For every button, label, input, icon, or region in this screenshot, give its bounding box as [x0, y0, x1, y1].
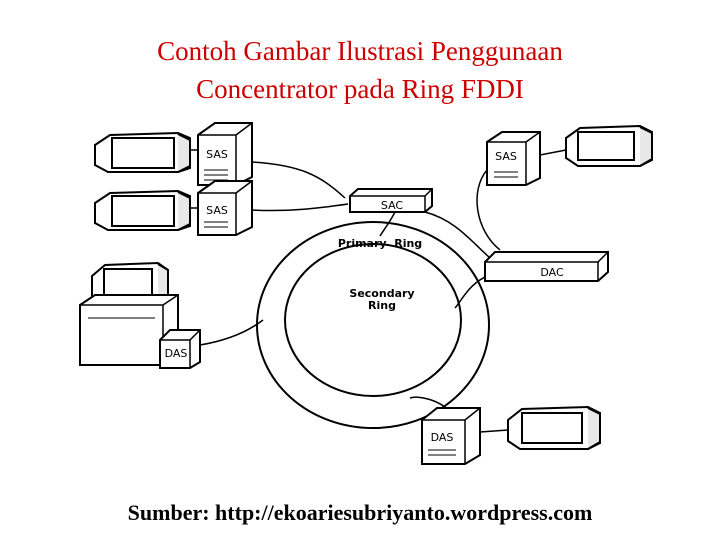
sas-tower-top-left-2: SAS [197, 180, 253, 236]
monitor-icon [507, 405, 601, 450]
sas-tower-top-right: SAS [486, 131, 541, 186]
label-secondary-ring-1: Secondary [349, 287, 414, 300]
label-secondary-ring-2: Ring [368, 299, 396, 312]
monitor-icon [94, 189, 191, 231]
cable-sac-dac [424, 211, 491, 259]
monitor-icon [94, 131, 191, 173]
label-dac: DAC [540, 266, 564, 279]
title-line-2: Concentrator pada Ring FDDI [196, 74, 524, 104]
label-sas-right: SAS [495, 150, 517, 163]
dac-concentrator: DAC [484, 251, 609, 282]
sas-tower-top-left-1: SAS [197, 122, 253, 186]
cable-monitor-topright [539, 149, 567, 156]
das-tower-left: DAS [159, 329, 201, 369]
label-primary-ring: Primary Ring [338, 237, 422, 250]
source-caption: Sumber: http://ekoariesubriyanto.wordpre… [127, 500, 593, 525]
workstation-base [79, 294, 179, 366]
sac-concentrator: SAC [349, 188, 433, 213]
cable-sac-ring [379, 211, 396, 237]
label-sas-2: SAS [206, 204, 228, 217]
ring-group [256, 221, 490, 429]
label-sac: SAC [381, 199, 404, 212]
monitor-icon [565, 124, 653, 167]
cable-monitor-bottom [479, 429, 509, 433]
label-das-bottom: DAS [431, 431, 454, 444]
secondary-ring [284, 243, 462, 397]
label-das-left: DAS [165, 347, 188, 360]
cable-das-left-ring [199, 319, 264, 346]
fddi-diagram: SAS SAS SAC Primary Ring Secondary Ring … [79, 122, 653, 465]
label-sas-1: SAS [206, 148, 228, 161]
cable-sas1-sac [251, 161, 346, 199]
primary-ring [256, 221, 490, 429]
cable-sas2-sac [251, 203, 349, 212]
das-tower-bottom: DAS [421, 407, 481, 465]
title-line-1: Contoh Gambar Ilustrasi Penggunaan [157, 36, 563, 66]
cable-sasright-dac [476, 169, 501, 251]
page-title: Contoh Gambar Ilustrasi Penggunaan Conce… [0, 32, 720, 108]
monitor-icon [91, 261, 169, 304]
